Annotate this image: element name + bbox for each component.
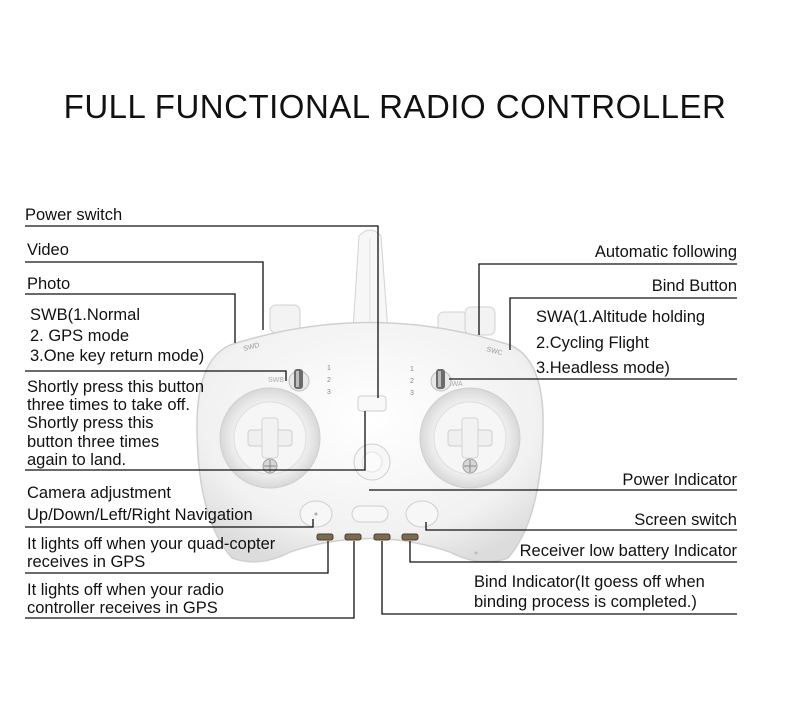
label-bind-indicator-line2: binding process is completed.) — [474, 593, 697, 611]
swa-marking: SWA — [447, 381, 463, 388]
label-power-indicator: Power Indicator — [622, 471, 737, 489]
callout-quad-gps — [25, 541, 329, 574]
callout-swb — [25, 370, 287, 381]
callout-auto-follow — [478, 263, 737, 335]
label-quad-gps-line1: It lights off when your quad-copter — [27, 535, 276, 553]
swb-position-1: 1 — [327, 365, 331, 372]
label-camera-line1: Camera adjustment — [27, 484, 171, 502]
callout-receiver-battery — [409, 541, 737, 563]
swb-switch[interactable]: SWB 1 2 3 — [268, 365, 331, 396]
swb-position-3: 3 — [327, 389, 331, 396]
label-swa-line1: SWA(1.Altitude holding — [536, 308, 706, 326]
callout-video — [25, 261, 264, 330]
callout-photo — [25, 293, 236, 343]
swa-switch[interactable]: 1 2 3 SWA — [410, 366, 463, 397]
radio-gps-led — [344, 533, 362, 541]
callout-lines — [25, 225, 737, 619]
label-swa-line2: 2.Cycling Flight — [536, 334, 649, 352]
swa-position-2: 2 — [410, 378, 414, 385]
callout-screen-switch — [425, 522, 737, 531]
quadcopter-gps-led — [316, 533, 334, 541]
takeoff-land-button[interactable] — [357, 395, 387, 412]
receiver-battery-led — [401, 533, 419, 541]
bind-shoulder-button[interactable] — [464, 306, 496, 336]
label-power-switch: Power switch — [25, 206, 123, 224]
callout-camera — [25, 519, 314, 528]
callout-takeoff — [25, 411, 366, 471]
label-bind-indicator-line1: Bind Indicator(It goess off when — [474, 573, 705, 591]
callout-power-switch — [25, 225, 379, 398]
label-swb-line3: 3.One key return mode) — [30, 347, 205, 365]
label-bind-button: Bind Button — [651, 277, 737, 295]
power-indicator-button[interactable] — [351, 505, 389, 523]
swb-marking: SWB — [268, 377, 284, 384]
right-joystick[interactable] — [419, 387, 521, 489]
label-photo: Photo — [27, 275, 71, 293]
label-video: Video — [27, 241, 69, 259]
callout-bind-button — [509, 297, 737, 350]
left-joystick[interactable] — [219, 387, 321, 489]
label-quad-gps-line2: receives in GPS — [27, 553, 146, 571]
label-takeoff-line1: Shortly press this button — [27, 378, 205, 396]
label-takeoff-line5: again to land. — [27, 451, 127, 469]
label-takeoff-line2: three times to take off. — [27, 396, 190, 414]
bind-led — [373, 533, 391, 541]
callout-radio-gps — [25, 541, 355, 619]
label-takeoff-line3: Shortly press this — [27, 414, 154, 432]
swb-position-2: 2 — [327, 377, 331, 384]
label-radio-gps-line2: controller receives in GPS — [27, 599, 218, 617]
label-automatic-following: Automatic following — [594, 243, 737, 261]
label-screen-switch: Screen switch — [634, 511, 737, 529]
swa-position-3: 3 — [410, 390, 414, 397]
label-camera-line2: Up/Down/Left/Right Navigation — [27, 506, 253, 524]
label-swb-line1: SWB(1.Normal — [30, 306, 141, 324]
swc-marking: SWC — [485, 346, 503, 357]
label-swa-line3: 3.Headless mode) — [536, 359, 670, 377]
label-radio-gps-line1: It lights off when your radio — [27, 581, 224, 599]
label-receiver-battery: Receiver low battery Indicator — [519, 542, 737, 560]
swa-position-1: 1 — [410, 366, 414, 373]
callout-bind-indicator — [381, 541, 737, 615]
controller-body — [196, 321, 544, 563]
label-swb-line2: 2. GPS mode — [30, 327, 130, 345]
camera-navigation-button[interactable] — [299, 500, 333, 528]
swd-marking: SWD — [243, 342, 261, 353]
power-switch-knob[interactable] — [353, 443, 391, 481]
screen-switch-button[interactable] — [405, 500, 439, 528]
page-title: FULL FUNCTIONAL RADIO CONTROLLER — [63, 88, 727, 125]
label-takeoff-line4: button three times — [27, 433, 160, 451]
